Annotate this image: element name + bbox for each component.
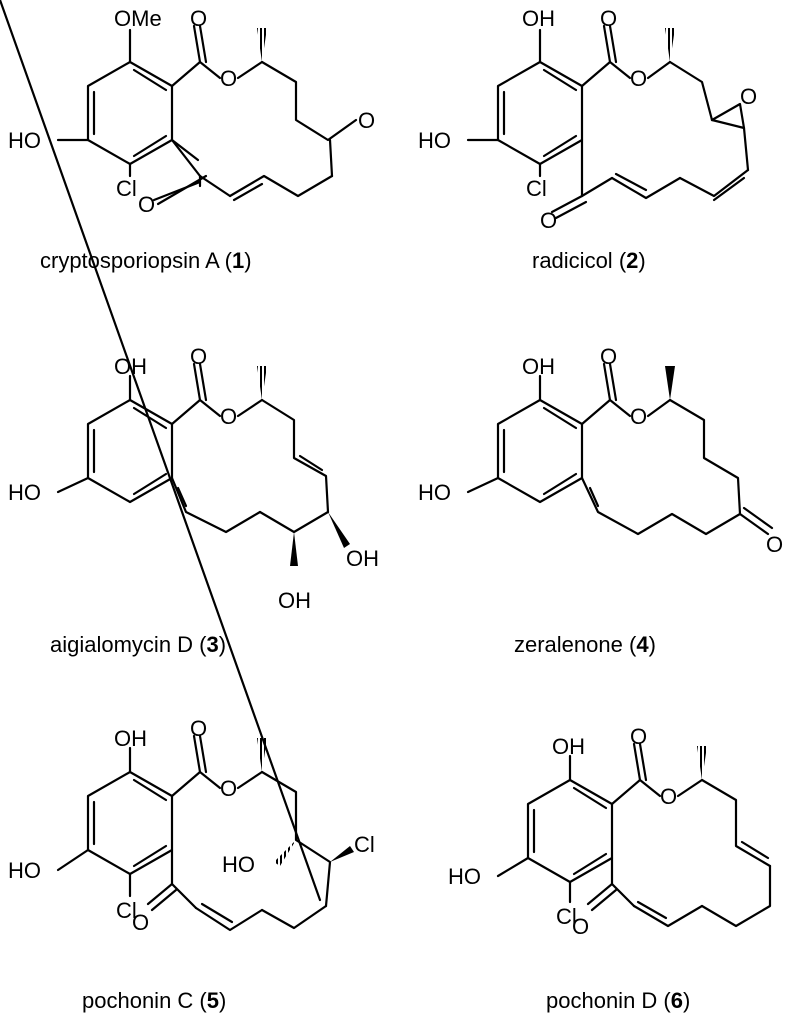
label-OH: OH: [522, 6, 555, 31]
structure-2: OH O O O O HO Cl: [418, 6, 757, 233]
label-O-ester: O: [220, 66, 237, 91]
label-Cl: Cl: [116, 176, 137, 201]
compound-number: 4: [636, 632, 649, 657]
caption-compound-2: radicicol (2): [532, 248, 646, 273]
structure-4: OH O O HO O: [418, 344, 783, 557]
compound-name: cryptosporiopsin A: [40, 248, 219, 273]
label-O-carbonyl: O: [600, 6, 617, 31]
compound-number: 5: [206, 988, 220, 1013]
label-O-ester: O: [220, 404, 237, 429]
caption-compound-3: aigialomycin D (3): [50, 632, 227, 657]
structure-3: OH O O HO OH OH: [8, 344, 379, 613]
compound-name: zeralenone: [514, 632, 623, 657]
label-HO: HO: [8, 128, 41, 153]
caption-compound-1: cryptosporiopsin A (1): [40, 248, 252, 273]
label-Cl-2: Cl: [354, 832, 375, 857]
caption-compound-5: pochonin C (5): [82, 988, 227, 1013]
label-HO: HO: [8, 480, 41, 505]
structure-1: OMe O O O O HO Cl: [8, 6, 375, 217]
label-HO: HO: [418, 480, 451, 505]
label-O-ketone: O: [572, 914, 589, 939]
compound-name: pochonin C: [82, 988, 194, 1013]
compound-number: 1: [232, 248, 245, 273]
label-O-ketone: O: [358, 108, 375, 133]
compound-name: pochonin D: [546, 988, 658, 1013]
compound-number: 3: [206, 632, 219, 657]
structure-6: OH O O HO Cl O: [448, 724, 772, 939]
label-OH-3: OH: [278, 588, 311, 613]
label-O-ester: O: [660, 784, 677, 809]
label-HO-2: HO: [222, 852, 255, 877]
label-Cl: Cl: [556, 904, 577, 929]
label-O-ketone2: O: [138, 192, 155, 217]
label-Cl: Cl: [526, 176, 547, 201]
label-O-epoxide: O: [740, 84, 757, 109]
label-HO: HO: [448, 864, 481, 889]
label-O-carbonyl: O: [190, 6, 207, 31]
caption-compound-6: pochonin D (6): [546, 988, 691, 1013]
label-O-ketone: O: [766, 532, 783, 557]
label-OH-2: OH: [346, 546, 379, 571]
label-HO: HO: [8, 858, 41, 883]
label-O-ester: O: [630, 404, 647, 429]
label-O-ketone: O: [540, 208, 557, 233]
label-O-ester: O: [630, 66, 647, 91]
label-HO: HO: [418, 128, 451, 153]
label-Cl: Cl: [116, 898, 137, 923]
label-OH: OH: [522, 354, 555, 379]
label-O-carbonyl: O: [190, 716, 207, 741]
structure-5: OH O O HO HO Cl Cl O: [0, 0, 375, 935]
compound-name: radicicol: [532, 248, 613, 273]
label-O-carbonyl: O: [600, 344, 617, 369]
label-O-carbonyl: O: [630, 724, 647, 749]
compound-name: aigialomycin D: [50, 632, 194, 657]
compound-number: 6: [670, 988, 684, 1013]
label-O-carbonyl: O: [190, 344, 207, 369]
label-OH: OH: [114, 726, 147, 751]
label-OH: OH: [552, 734, 585, 759]
label-OMe: OMe: [114, 6, 162, 31]
label-O-ester: O: [220, 776, 237, 801]
label-O-ketone: O: [132, 910, 149, 935]
compound-number: 2: [626, 248, 639, 273]
caption-compound-4: zeralenone (4): [514, 632, 656, 657]
